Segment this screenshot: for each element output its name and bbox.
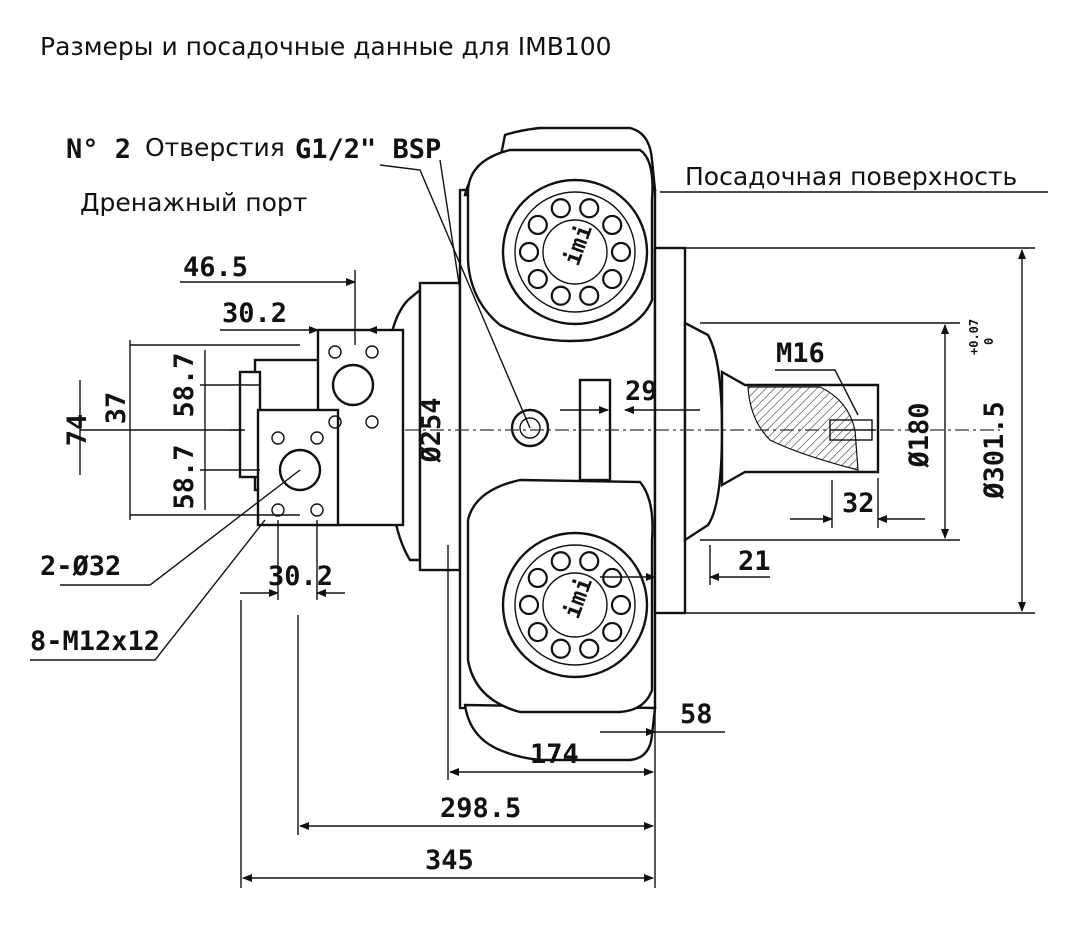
bolt-head — [602, 621, 623, 643]
dim-30-2-bottom: 30.2 — [268, 561, 333, 592]
bolt-head — [602, 214, 623, 236]
dim-301-5: Ø301.5 — [979, 401, 1010, 500]
bolt-head — [527, 268, 548, 290]
dim-58-7-bottom: 58.7 — [169, 444, 200, 509]
ports-prefix: N° 2 — [66, 134, 131, 165]
bolt-head — [610, 594, 632, 616]
dim-37: 37 — [101, 392, 132, 425]
mounting-surface-label: Посадочная поверхность — [685, 162, 1017, 191]
threaded-holes-label: 8-M12x12 — [30, 626, 160, 657]
dim-298-5: 298.5 — [440, 793, 521, 824]
dim-32: 32 — [842, 488, 875, 519]
dim-254: Ø254 — [416, 397, 447, 463]
dim-301-5-tol-lower: 0 — [982, 338, 996, 345]
dimension-lines — [30, 159, 1048, 888]
bolt-head — [550, 551, 571, 572]
bolt-head — [579, 198, 600, 219]
dim-30-2-top: 30.2 — [222, 298, 287, 329]
ports-word: Отверстия — [145, 133, 285, 162]
dim-74: 74 — [62, 414, 93, 447]
holes-diameter-label: 2-Ø32 — [40, 551, 121, 582]
dim-46-5: 46.5 — [183, 252, 248, 283]
bolt-head — [518, 594, 540, 616]
port-block — [238, 328, 405, 527]
dim-58-7-top: 58.7 — [169, 352, 200, 417]
dim-174: 174 — [530, 739, 579, 770]
bolt-head — [579, 551, 600, 572]
bolt-head — [527, 621, 548, 643]
bolt-head — [602, 268, 623, 290]
bolt-head — [579, 638, 600, 659]
bolt-head — [602, 567, 623, 589]
bolt-head — [550, 285, 571, 306]
dim-29: 29 — [625, 376, 658, 407]
dim-301-5-tol-upper: +0.07 — [967, 319, 981, 355]
ports-thread: G1/2" BSP — [295, 134, 441, 165]
bolt-head — [550, 198, 571, 219]
dim-345: 345 — [425, 845, 474, 876]
bolt-head — [527, 567, 548, 589]
bolt-head — [518, 241, 540, 263]
drain-port-label: Дренажный порт — [80, 188, 307, 217]
bolt-head — [579, 285, 600, 306]
dim-21: 21 — [738, 546, 771, 577]
lower-cylinder-head: imi — [501, 531, 649, 679]
motor-body — [230, 126, 1000, 762]
bolt-head — [610, 241, 632, 263]
bolt-head — [527, 214, 548, 236]
dim-58: 58 — [680, 699, 713, 730]
bolt-head — [550, 638, 571, 659]
dim-180: Ø180 — [904, 402, 935, 468]
page-title: Размеры и посадочные данные для IMB100 — [40, 32, 612, 61]
dim-m16: M16 — [776, 338, 825, 369]
